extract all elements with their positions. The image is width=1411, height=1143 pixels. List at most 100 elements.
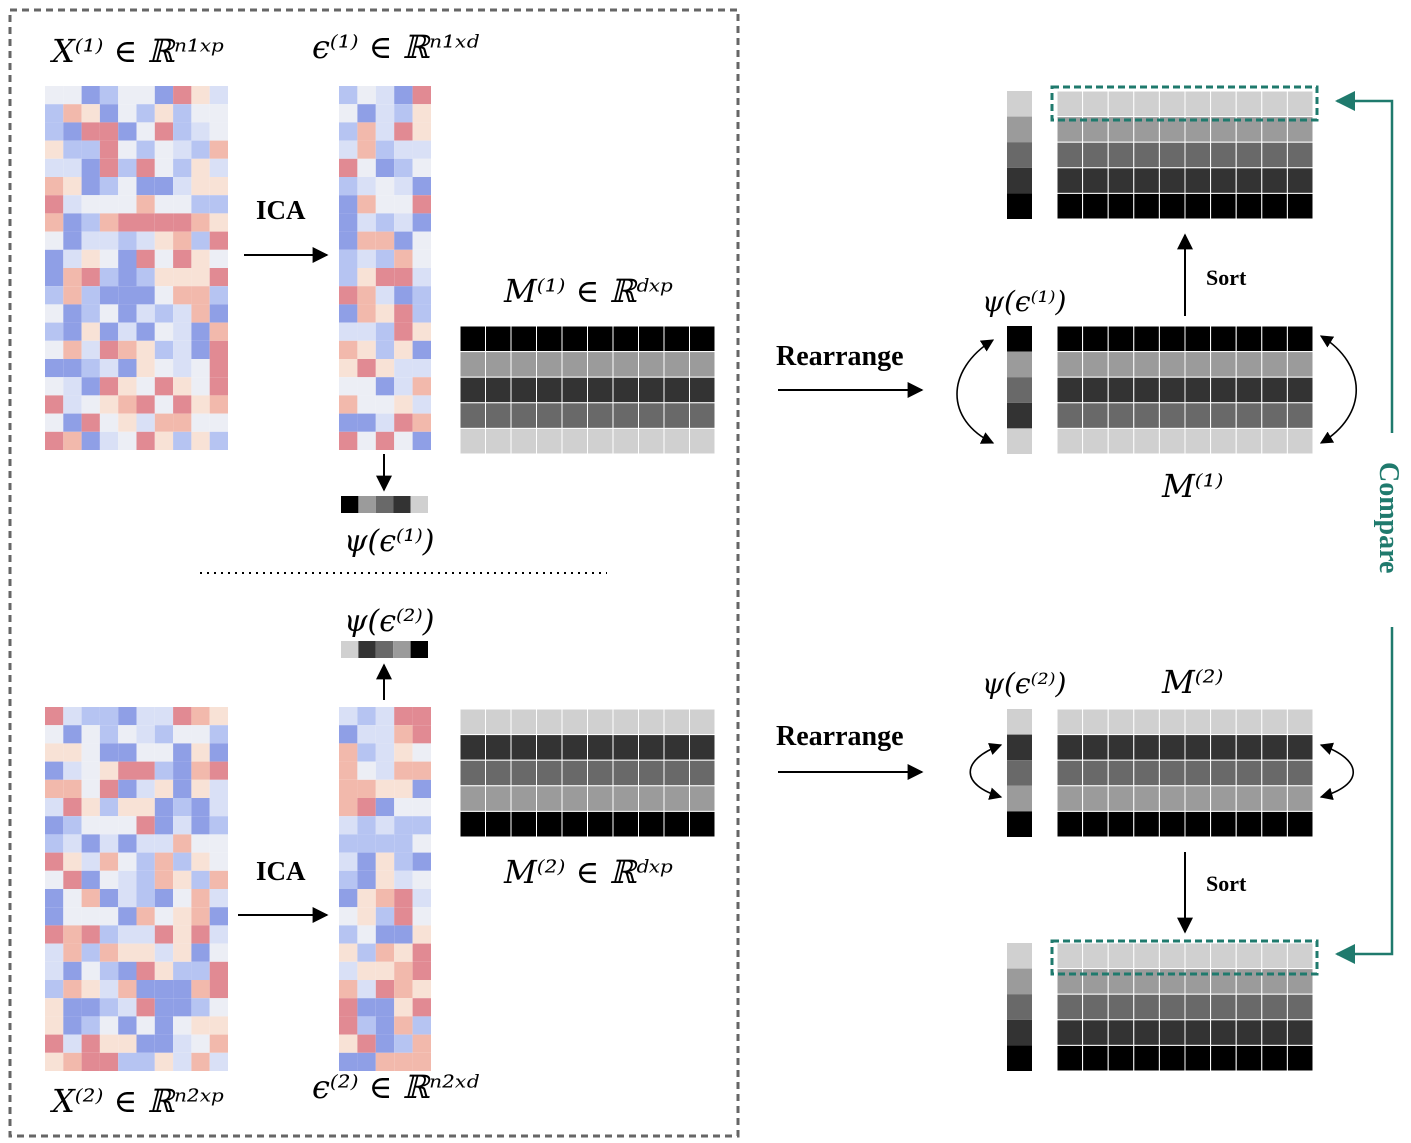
heatmap-cell <box>357 707 376 726</box>
heatmap-cell <box>394 122 413 141</box>
heatmap-cell <box>394 322 413 341</box>
heatmap-cell <box>412 268 431 287</box>
matrix-cell <box>1107 192 1135 220</box>
psi-cell <box>358 496 376 513</box>
matrix-cell <box>1261 993 1288 1021</box>
heatmap-cell <box>375 122 395 141</box>
psi-cell <box>341 641 359 658</box>
heatmap-cell <box>118 870 137 889</box>
heatmap-cell <box>191 268 210 287</box>
heatmap-cell <box>357 177 376 196</box>
heatmap-cell <box>63 852 82 871</box>
heatmap-cell <box>394 1034 413 1053</box>
heatmap-cell <box>375 158 395 177</box>
matrix-cell <box>1107 1019 1135 1046</box>
heatmap-cell <box>81 1016 100 1035</box>
matrix-cell <box>1235 167 1263 194</box>
matrix-cell <box>663 734 690 761</box>
matrix-cell <box>1210 708 1237 736</box>
heatmap-cell <box>118 798 137 817</box>
matrix-cell <box>1158 402 1186 429</box>
matrix-cell <box>638 351 665 378</box>
matrix-cell <box>1082 993 1109 1021</box>
psi2-label: ψ(ϵ⁽²⁾) <box>344 604 435 639</box>
heatmap-cell <box>173 943 192 962</box>
matrix-cell <box>1286 1044 1314 1072</box>
matrix-cell <box>1082 427 1109 455</box>
heatmap-cell <box>394 413 413 432</box>
heatmap-cell <box>118 286 137 305</box>
swap-arrow-left-1 <box>956 339 995 444</box>
heatmap-cell <box>136 249 155 268</box>
heatmap-cell <box>191 834 210 853</box>
heatmap-cell <box>63 870 82 889</box>
psi-cell <box>1007 142 1032 168</box>
heatmap-cell <box>412 195 431 214</box>
heatmap-cell <box>394 231 413 250</box>
heatmap-cell <box>118 707 137 726</box>
heatmap-cell <box>154 340 174 359</box>
compare-highlight-2 <box>1050 939 1319 976</box>
heatmap-cell <box>99 140 119 159</box>
heatmap-cell <box>357 195 376 214</box>
m2-matrix <box>459 708 716 838</box>
sorted1-psi-column <box>1007 91 1032 219</box>
heatmap-cell <box>63 231 82 250</box>
heatmap-cell <box>173 1016 192 1035</box>
matrix-cell <box>459 402 486 429</box>
psi1-strip <box>341 496 428 513</box>
heatmap-cell <box>99 943 119 962</box>
matrix-cell <box>1158 993 1186 1021</box>
heatmap-cell <box>173 907 192 926</box>
heatmap-cell <box>81 377 100 396</box>
heatmap-cell <box>412 140 431 159</box>
matrix-cell <box>1158 734 1186 761</box>
heatmap-cell <box>45 834 64 853</box>
heatmap-cell <box>63 779 82 798</box>
psi-cell <box>393 641 411 658</box>
matrix-cell <box>510 810 537 838</box>
heatmap-cell <box>118 907 137 926</box>
matrix-cell <box>561 785 588 812</box>
heatmap-cell <box>81 725 100 744</box>
matrix-cell <box>587 785 614 812</box>
heatmap-cell <box>99 340 119 359</box>
heatmap-cell <box>154 286 174 305</box>
heatmap-cell <box>63 889 82 908</box>
matrix-cell <box>1235 1044 1263 1072</box>
heatmap-cell <box>154 779 174 798</box>
heatmap-cell <box>81 413 100 432</box>
matrix-cell <box>1158 192 1186 220</box>
matrix-cell <box>1286 785 1314 812</box>
heatmap-cell <box>118 140 137 159</box>
matrix-cell <box>1082 785 1109 812</box>
heatmap-cell <box>209 122 228 141</box>
heatmap-cell <box>118 268 137 287</box>
heatmap-cell <box>136 304 155 323</box>
heatmap-cell <box>394 395 413 414</box>
heatmap-cell <box>357 798 376 817</box>
heatmap-cell <box>339 395 358 414</box>
matrix-cell <box>1107 351 1135 378</box>
matrix-cell <box>1184 1044 1212 1072</box>
heatmap-cell <box>394 104 413 123</box>
heatmap-cell <box>63 213 82 232</box>
heatmap-cell <box>412 1052 431 1071</box>
matrix-cell <box>1286 734 1314 761</box>
matrix-cell <box>1235 192 1263 220</box>
matrix-cell <box>1235 325 1263 353</box>
heatmap-cell <box>63 140 82 159</box>
heatmap-cell <box>136 1034 155 1053</box>
heatmap-cell <box>63 431 82 450</box>
heatmap-cell <box>173 870 192 889</box>
heatmap-cell <box>191 725 210 744</box>
matrix-cell <box>1133 351 1160 378</box>
heatmap-cell <box>136 158 155 177</box>
right1-psi-column <box>1007 326 1032 454</box>
heatmap-cell <box>99 304 119 323</box>
psi-cell <box>1007 968 1032 995</box>
heatmap-cell <box>357 213 376 232</box>
heatmap-cell <box>375 889 395 908</box>
matrix-cell <box>536 325 563 353</box>
